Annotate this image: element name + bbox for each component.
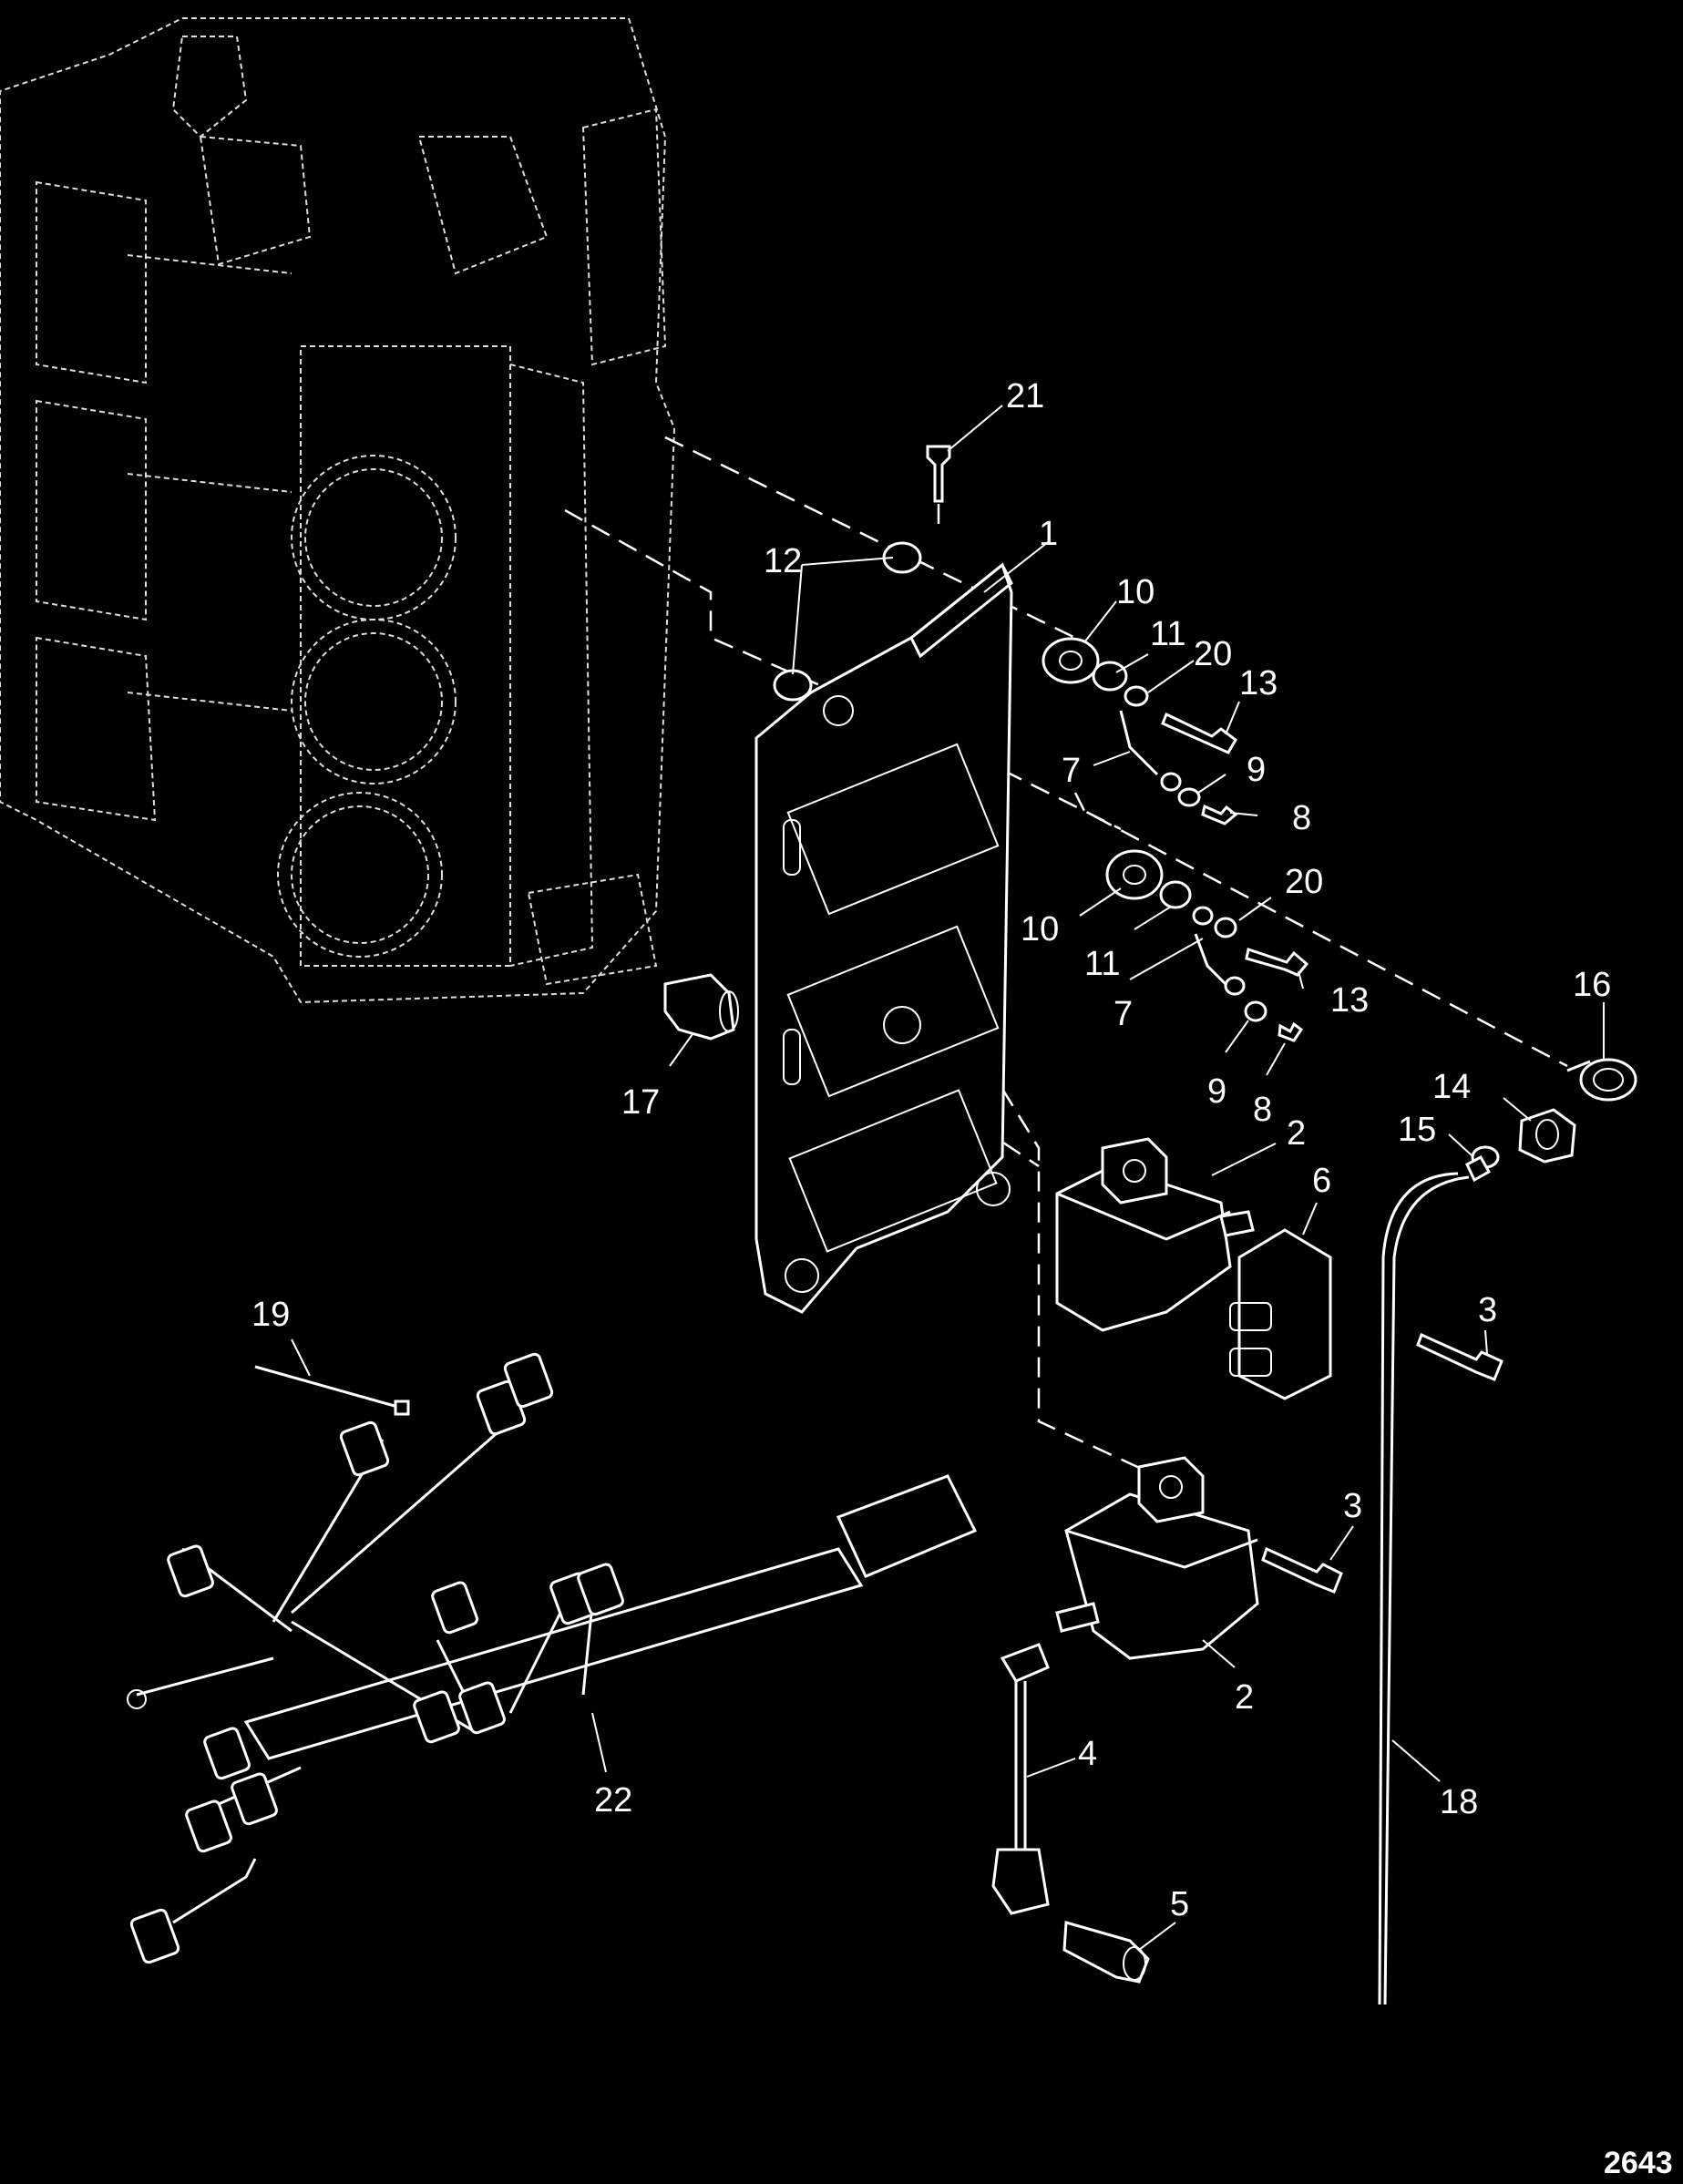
callout-7: 7 [1062,752,1081,790]
callout-9: 9 [1207,1072,1226,1111]
engine-block [0,17,676,1004]
callout-19: 19 [251,1296,290,1334]
ignition-coil-upper [1055,1137,1255,1332]
fitting-17 [663,973,739,1041]
hose-18 [1378,1172,1470,2005]
screw-21 [926,445,951,503]
spark-plug-lead-4 [991,1643,1050,1915]
callout-9: 9 [1247,751,1266,789]
callout-20: 20 [1194,635,1232,673]
callout-5: 5 [1170,1885,1189,1923]
callout-2: 2 [1235,1678,1254,1717]
callout-17: 17 [621,1083,660,1122]
clamp-16 [1566,1058,1637,1102]
callout-20: 20 [1285,863,1323,901]
mount-hardware-upper [1042,637,1238,825]
callout-4: 4 [1078,1735,1097,1773]
sensor-14 [1518,1108,1576,1164]
callout-15: 15 [1398,1111,1436,1149]
cable-tie-19 [254,1365,410,1416]
control-module-6 [1229,1228,1332,1400]
figure-number: 2643 [1604,2146,1673,2180]
fitting-15 [1465,1145,1500,1183]
wiring-harness-22 [127,1352,978,1964]
callout-7: 7 [1113,995,1133,1033]
leader-lines [291,405,1605,1951]
callouts: 21 1 12 10 11 20 13 7 9 8 20 10 11 13 7 … [251,377,1611,1923]
callout-2: 2 [1287,1114,1306,1153]
mount-hardware-lower [1105,849,1309,1042]
callout-21: 21 [1006,377,1044,415]
bolt-3-upper [1416,1332,1503,1381]
callout-12: 12 [764,542,802,580]
ignition-coil-lower [1055,1456,1259,1660]
callout-14: 14 [1432,1068,1471,1106]
assembly-guide-lines [564,436,1568,1478]
callout-13: 13 [1239,664,1278,702]
callout-1: 1 [1039,515,1058,553]
spark-plug-5 [1062,1921,1150,1984]
ignition-mounting-plate [754,562,1013,1314]
callout-6: 6 [1312,1162,1331,1200]
callout-8: 8 [1292,799,1311,837]
bolt-3-lower [1261,1546,1343,1594]
callout-10: 10 [1116,573,1154,611]
callout-13: 13 [1330,981,1369,1020]
callout-8: 8 [1253,1091,1272,1129]
callout-18: 18 [1440,1783,1478,1821]
callout-3: 3 [1478,1291,1497,1329]
callout-11: 11 [1084,945,1120,983]
callout-11: 11 [1150,615,1185,653]
callout-22: 22 [594,1781,632,1820]
callout-3: 3 [1343,1487,1362,1525]
callout-16: 16 [1573,966,1611,1004]
callout-10: 10 [1021,910,1059,948]
